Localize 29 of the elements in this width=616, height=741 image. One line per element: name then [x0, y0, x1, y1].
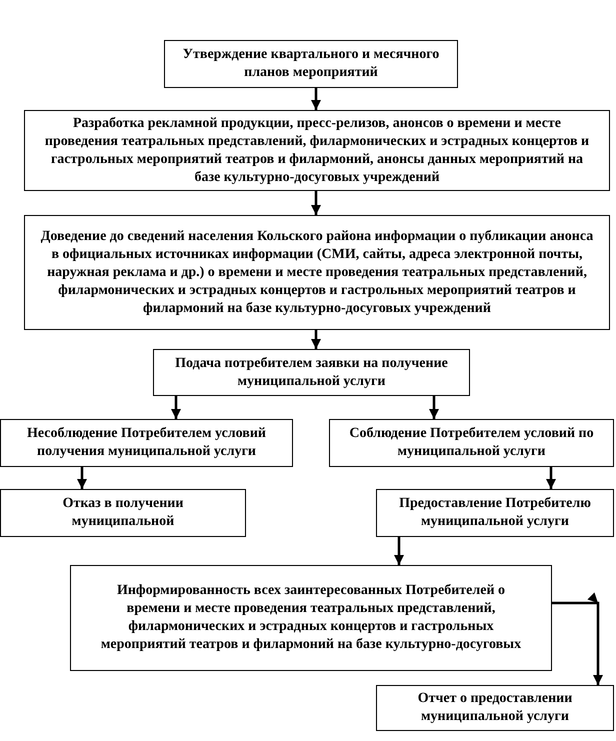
process-box	[70, 565, 552, 671]
node-text: Отказ в получении муниципальной	[62, 495, 184, 531]
node-text: Разработка рекламной продукции, пресс-релизов, анонсов о времени и месте проведения театральных представлений, филармонических и эстрадных концертов и гастрольных мероприятий театров и филармоний, анонсы данных мероприятий на базе культурно-досуговых учреждений	[44, 114, 590, 186]
node-text: Доведение до сведений населения Кольского района информации о публикации анонса в официальных источниках информации (СМИ, сайты, адреса электронной почты, наружная реклама и др.) о времени и месте проведения театральных представлений, филармонических и эстрадных концертов и гастрольных мероприятий театров и филармоний на базе культурно-досуговых учреждений	[40, 228, 594, 318]
process-box	[376, 489, 614, 537]
arrow	[171, 396, 181, 419]
process-box	[24, 110, 610, 191]
arrow	[311, 191, 321, 215]
process-box	[164, 40, 458, 88]
arrow	[394, 537, 404, 565]
node-text: Подача потребителем заявки на получение муниципальной услуги	[174, 354, 449, 390]
arrow	[311, 88, 321, 110]
node-text: Предоставление Потребителю муниципальной услуги	[398, 495, 592, 531]
node-text: Отчет о предоставлении муниципальной услуги	[416, 690, 574, 726]
process-box	[0, 489, 246, 537]
arrow	[429, 396, 439, 419]
process-box	[329, 419, 614, 467]
process-box	[24, 215, 610, 330]
process-box	[376, 685, 614, 731]
process-box	[0, 419, 293, 467]
arrow	[546, 467, 556, 489]
arrow	[311, 330, 321, 349]
node-text: Информированность всех заинтересованных Потребителей о времени и месте проведения театральных представлений, филармонических и эстрадных концертов и гастрольных мероприятий театров и филармоний на базе культурно-досуговых	[100, 582, 522, 654]
node-text: Утверждение квартального и месячного планов мероприятий	[182, 46, 440, 82]
node-text: Несоблюдение Потребителем условий получения муниципальной услуги	[26, 425, 268, 461]
node-text: Соблюдение Потребителем условий по муниципальной услуги	[348, 425, 595, 461]
arrow	[552, 592, 603, 685]
process-box	[153, 349, 470, 396]
arrow	[77, 467, 87, 489]
